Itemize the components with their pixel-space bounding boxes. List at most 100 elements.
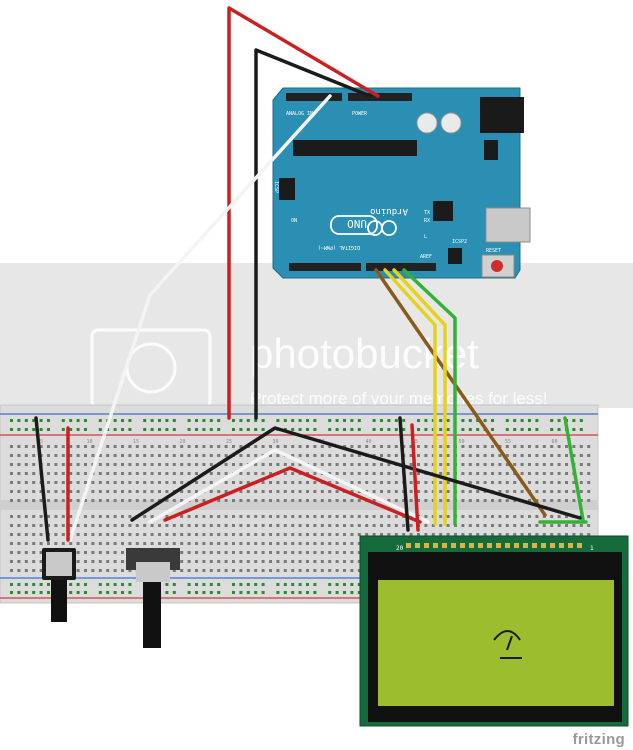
- breadboard-hole: [24, 551, 28, 554]
- breadboard-hole: [424, 524, 428, 527]
- breadboard-hole: [269, 551, 272, 554]
- breadboard-hole: [209, 515, 213, 518]
- breadboard-hole: [557, 472, 561, 475]
- breadboard-hole: [357, 428, 361, 431]
- breadboard-hole: [372, 445, 376, 448]
- breadboard-hole: [350, 551, 354, 554]
- reset-label: RESET: [486, 248, 501, 254]
- breadboard-hole: [232, 583, 235, 586]
- lcd-pin: [442, 543, 447, 548]
- breadboard-hole: [254, 591, 258, 594]
- breadboard-hole: [17, 560, 21, 563]
- breadboard-hole: [106, 524, 110, 527]
- breadboard-hole: [121, 583, 124, 586]
- breadboard-hole: [328, 499, 332, 502]
- breadboard-hole: [269, 499, 272, 502]
- breadboard-hole: [328, 515, 332, 518]
- breadboard-hole: [446, 524, 450, 527]
- breadboard-hole: [239, 569, 243, 572]
- breadboard-hole: [106, 515, 110, 518]
- breadboard-hole: [350, 472, 354, 475]
- breadboard-hole: [113, 445, 117, 448]
- breadboard-hole: [113, 490, 117, 493]
- breadboard-hole: [32, 583, 36, 586]
- breadboard-hole: [91, 533, 95, 536]
- breadboard-hole: [54, 542, 58, 545]
- breadboard-hole: [84, 583, 87, 586]
- breadboard-hole: [69, 472, 73, 475]
- breadboard-hole: [254, 524, 258, 527]
- breadboard-hole: [483, 445, 487, 448]
- breadboard-hole: [328, 551, 332, 554]
- breadboard-hole: [269, 490, 272, 493]
- breadboard-hole: [291, 419, 295, 422]
- breadboard-hole: [579, 419, 583, 422]
- breadboard-hole: [461, 533, 465, 536]
- breadboard-hole: [313, 499, 317, 502]
- breadboard-hole: [505, 445, 509, 448]
- breadboard-hole: [476, 499, 480, 502]
- breadboard-hole: [24, 454, 28, 457]
- breadboard-hole: [195, 490, 198, 493]
- breadboard-hole: [357, 560, 361, 563]
- breadboard-hole: [84, 499, 87, 502]
- breadboard-hole: [121, 463, 124, 466]
- breadboard-hole: [439, 472, 443, 475]
- breadboard-hole: [84, 542, 87, 545]
- breadboard-hole: [468, 428, 472, 431]
- breadboard-hole: [387, 533, 391, 536]
- breadboard-hole: [394, 454, 398, 457]
- breadboard-hole: [84, 524, 87, 527]
- breadboard-hole: [232, 445, 235, 448]
- breadboard-hole: [54, 499, 58, 502]
- breadboard-hole: [24, 591, 28, 594]
- breadboard-hole: [306, 542, 309, 545]
- breadboard-hole: [254, 419, 258, 422]
- breadboard-hole: [328, 445, 332, 448]
- breadboard-hole: [180, 560, 184, 563]
- wire-pot2-white: [148, 448, 430, 524]
- breadboard-hole: [343, 591, 346, 594]
- breadboard-hole: [261, 428, 265, 431]
- breadboard-hole: [468, 490, 472, 493]
- breadboard-hole: [232, 524, 235, 527]
- breadboard-hole: [320, 560, 324, 563]
- breadboard-hole: [135, 481, 139, 484]
- breadboard-hole: [24, 463, 28, 466]
- breadboard-hole: [357, 533, 361, 536]
- breadboard-hole: [187, 560, 191, 563]
- breadboard-hole: [505, 499, 509, 502]
- potentiometer-2: [126, 548, 180, 648]
- breadboard-hole: [121, 569, 124, 572]
- breadboard-hole: [409, 533, 413, 536]
- breadboard-hole: [550, 515, 554, 518]
- breadboard-hole: [291, 569, 295, 572]
- breadboard-hole: [32, 454, 36, 457]
- breadboard-hole: [283, 524, 287, 527]
- breadboard-hole: [61, 524, 65, 527]
- breadboard-hole: [498, 515, 502, 518]
- breadboard-hole: [498, 490, 502, 493]
- breadboard-hole: [150, 499, 154, 502]
- breadboard-hole: [313, 481, 317, 484]
- breadboard-hole: [195, 533, 198, 536]
- breadboard-hole: [209, 551, 213, 554]
- breadboard-hole: [468, 481, 472, 484]
- breadboard-hole: [98, 472, 102, 475]
- breadboard-hole: [98, 583, 102, 586]
- icsp-header-2: [448, 248, 462, 264]
- breadboard-hole: [239, 454, 243, 457]
- breadboard-hole: [246, 472, 250, 475]
- breadboard-hole: [202, 463, 206, 466]
- reset-button: [491, 260, 503, 272]
- breadboard-hole: [283, 551, 287, 554]
- breadboard-hole: [291, 515, 295, 518]
- breadboard-hole: [180, 499, 184, 502]
- breadboard-hole: [476, 445, 480, 448]
- breadboard-hole: [313, 463, 317, 466]
- breadboard-hole: [498, 481, 502, 484]
- breadboard-hole: [165, 490, 169, 493]
- breadboard-hole: [387, 428, 391, 431]
- lcd-pin: [550, 543, 555, 548]
- breadboard-hole: [439, 419, 443, 422]
